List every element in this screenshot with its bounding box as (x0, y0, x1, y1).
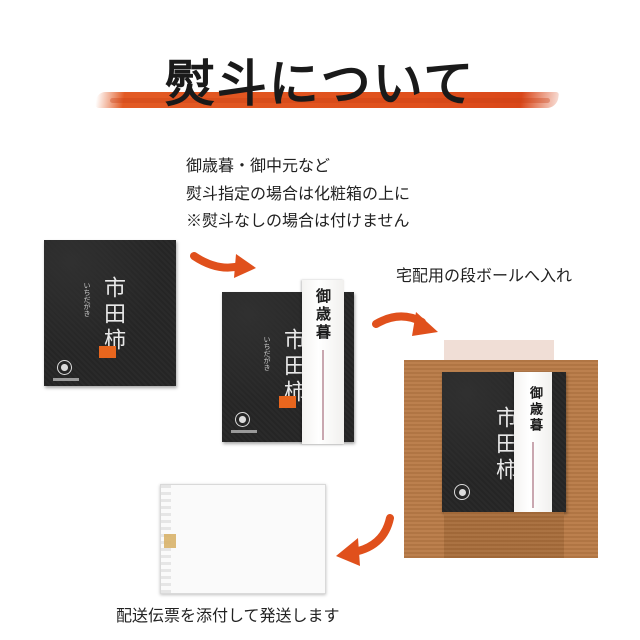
step2-label: 宅配用の段ボールへ入れ (396, 266, 573, 285)
noshi-label: 御歳暮 (314, 288, 332, 342)
noshi-label: 御歳暮 (527, 386, 542, 434)
noshi-band: 御歳暮 (514, 372, 552, 512)
brand-logo-icon (454, 484, 470, 500)
box-orange-mark (99, 346, 116, 358)
noshi-band: 御歳暮 (302, 280, 344, 444)
shipping-slip (160, 484, 326, 594)
curved-arrow-icon (336, 514, 394, 566)
box-maker-text (231, 430, 257, 433)
step3-label: 配送伝票を添付して発送します (116, 606, 340, 625)
noshi-line (322, 350, 324, 440)
brand-logo-icon (57, 360, 72, 375)
noshi-line (532, 442, 534, 508)
slip-tape (164, 534, 176, 548)
title-brush-shadow (110, 98, 550, 103)
curved-arrow-icon (372, 312, 438, 336)
box-brand-reading: いちだがき (263, 336, 271, 371)
box-orange-mark (279, 396, 296, 408)
box-brand-text: 市田柿 (492, 406, 517, 484)
gift-box-plain: 市田柿 いちだがき (44, 240, 176, 386)
box-brand-text: 市田柿 (280, 328, 305, 406)
box-brand-reading: いちだがき (83, 282, 91, 317)
page-title: 熨斗について (164, 54, 476, 113)
box-maker-text (53, 378, 79, 381)
step1-line-3: ※熨斗なしの場合は付けません (186, 211, 410, 230)
step1-line-2: 熨斗指定の場合は化粧箱の上に (186, 184, 411, 203)
curved-arrow-icon (190, 252, 256, 278)
box-brand-text: 市田柿 (100, 276, 125, 354)
step1-line-1: 御歳暮・御中元など (186, 156, 331, 175)
brand-logo-icon (235, 412, 250, 427)
cardboard-front-flap (444, 512, 564, 558)
